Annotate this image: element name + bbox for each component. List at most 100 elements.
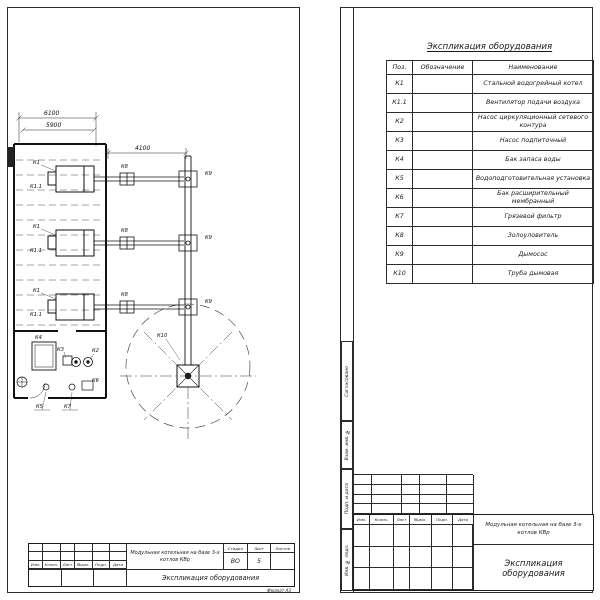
spec-cell-name: Бак запаса воды [472, 150, 594, 170]
tag-k1-1: К1.1 [30, 184, 42, 190]
tag-k1-1: К1.1 [30, 248, 42, 254]
boiler-1 [47, 165, 95, 193]
inner-frame [353, 8, 354, 592]
project-name: Модульная котельная на базе 3-х котлов К… [127, 544, 224, 569]
spec-cell-pos: К2 [386, 112, 413, 132]
spec-cell-name: Водоподготовительная установка [472, 169, 594, 189]
tag-k8: К8 [121, 292, 129, 298]
side-label: Согласовано [344, 365, 350, 397]
spec-cell-pos: К8 [386, 226, 413, 246]
stage-label: Стадия [224, 544, 248, 552]
tag-k10: К10 [157, 333, 168, 339]
doc-title: Экспликация оборудования [161, 574, 260, 582]
sheet-number: 5 [248, 553, 272, 569]
spec-row: К2 Насос циркуляционный сетевого контура [386, 112, 594, 132]
spec-cell-designation [412, 169, 473, 189]
header-designation: Обозначение [412, 60, 473, 75]
revision-grid [353, 474, 474, 514]
tag-k9: К9 [205, 235, 212, 241]
tag-k3: К3 [57, 347, 64, 353]
spec-row: К1 Стальной водогрейный котел [386, 74, 594, 94]
spec-row: К3 Насос подпиточный [386, 131, 594, 151]
spec-cell-pos: К5 [386, 169, 413, 189]
boiler-plant-plan: 6100 5900 4100 [8, 110, 256, 442]
chimney-axes [120, 331, 256, 442]
spec-header-row: Поз. Обозначение Наименование [386, 60, 594, 75]
spec-cell-pos: К1.1 [386, 93, 413, 113]
header-name: Наименование [472, 60, 594, 75]
sheets-value [271, 553, 294, 569]
side-box-podp-data: Подп. и дата [341, 469, 353, 529]
spec-row: К8 Золоуловитель [386, 226, 594, 246]
signature-cells [354, 525, 473, 590]
spec-row: К6 Бак расширительный мембранный [386, 188, 594, 208]
spec-cell-designation [412, 150, 473, 170]
spec-cell-pos: К3 [386, 131, 413, 151]
flue-line-3 [94, 298, 198, 316]
spec-cell-pos: К10 [386, 264, 413, 284]
tag-k1: К1 [33, 288, 40, 294]
spec-cell-designation [412, 226, 473, 246]
sheet-plan: 6100 5900 4100 [7, 7, 300, 593]
tag-k7: К7 [64, 404, 72, 410]
stage-value: ВО [224, 553, 248, 569]
sheet-label: Лист [248, 544, 272, 552]
project-name: Модульная котельная на базе 3-х котлов К… [474, 515, 593, 545]
spec-row: К1.1 Вентилятор подачи воздуха [386, 93, 594, 113]
tag-k1: К1 [33, 224, 40, 230]
doc-title: Экспликация оборудования [502, 557, 565, 578]
spec-cell-designation [412, 207, 473, 227]
boiler-3 [47, 293, 95, 321]
format-label: Формат А3 [267, 588, 291, 593]
spec-title: Экспликация оборудования [426, 42, 553, 52]
spec-cell-name: Бак расширительный мембранный [472, 188, 594, 208]
tag-k1: К1 [33, 160, 40, 166]
dim-6100: 6100 [44, 110, 59, 117]
header-pos: Поз. [386, 60, 413, 75]
roof-panel-lines [16, 159, 104, 326]
stage-block: Стадия Лист Листов ВО 5 [224, 544, 294, 569]
spec-cell-designation [412, 112, 473, 132]
tag-k4: К4 [35, 335, 42, 341]
spec-cell-name: Насос циркуляционный сетевого контура [472, 112, 594, 132]
dimension-lines [16, 112, 189, 159]
side-box-soglasovano: Согласовано [341, 341, 353, 421]
spec-cell-name: Вентилятор подачи воздуха [472, 93, 594, 113]
dim-4100: 4100 [135, 145, 150, 152]
flue-line-1 [94, 170, 198, 188]
leader-lines [34, 164, 181, 411]
sheet-specification: Экспликация оборудования Поз. Обозначени… [340, 7, 594, 593]
tag-k8: К8 [121, 228, 129, 234]
spec-row: К9 Дымосос [386, 245, 594, 265]
door-swing [29, 382, 46, 399]
spec-cell-designation [412, 131, 473, 151]
spec-cell-name: Золоуловитель [472, 226, 594, 246]
spec-cell-pos: К6 [386, 188, 413, 208]
side-box-vzam-inv: Взам. инв. № [341, 421, 353, 469]
spec-cell-designation [412, 188, 473, 208]
spec-cell-pos: К1 [386, 74, 413, 94]
spec-cell-designation [412, 93, 473, 113]
main-duct [184, 155, 192, 365]
sheets-label: Листов [275, 545, 290, 551]
tag-k9: К9 [205, 171, 212, 177]
boiler-2 [47, 229, 95, 257]
spec-cell-name: Стальной водогрейный котел [472, 74, 594, 94]
dim-5900: 5900 [46, 122, 61, 129]
spec-cell-name: Насос подпиточный [472, 131, 594, 151]
side-label: Подп. и дата [344, 483, 350, 515]
equipment-spec-table: Поз. Обозначение Наименование К1 Стальной… [386, 60, 594, 284]
spec-cell-pos: К9 [386, 245, 413, 265]
spec-cell-pos: К4 [386, 150, 413, 170]
spec-row: К4 Бак запаса воды [386, 150, 594, 170]
spec-cell-name: Дымосос [472, 245, 594, 265]
tag-k2: К2 [92, 348, 99, 354]
spec-cell-name: Грязевой фильтр [472, 207, 594, 227]
